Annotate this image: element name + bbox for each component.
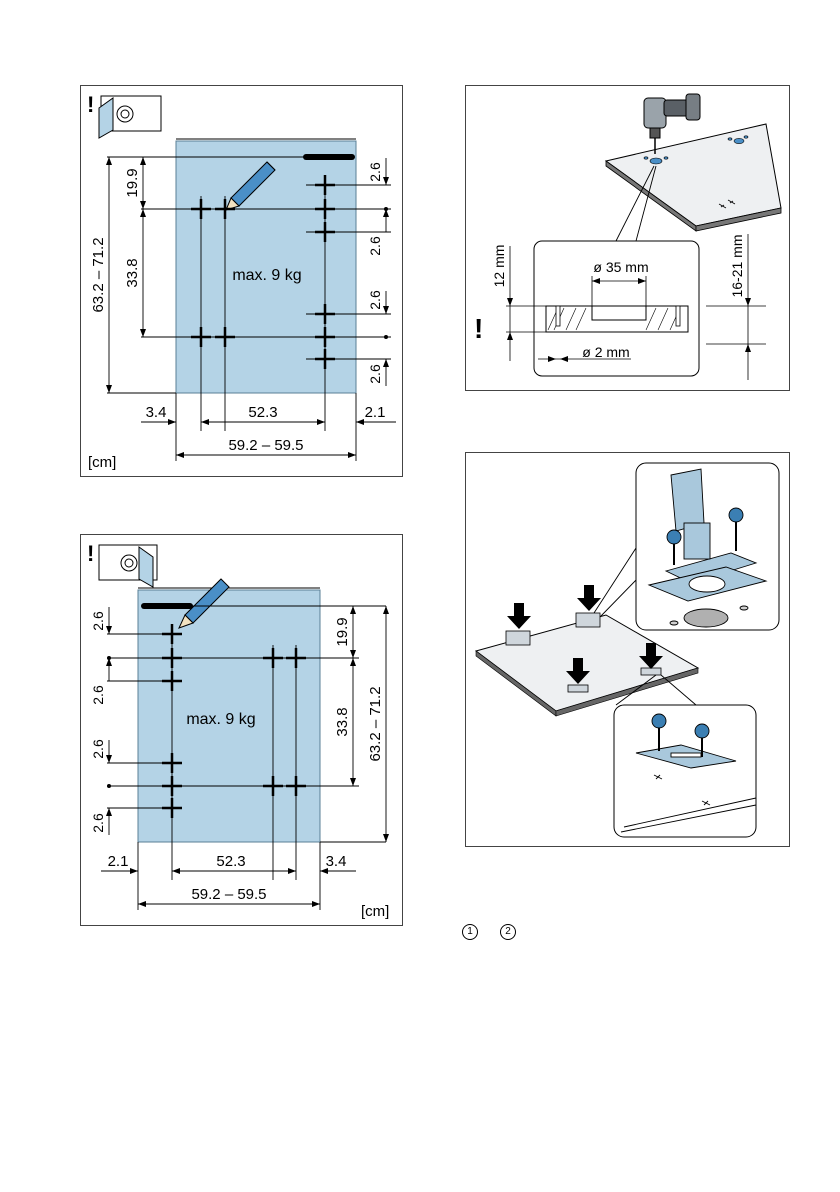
hinge-drilling-drawing: ø 35 mm ø 2 mm 12 mm ! 16-21 mm (466, 86, 791, 392)
gap-label-1: 2.6 (367, 162, 383, 182)
hinge-mounting-drawing (466, 453, 791, 848)
drilling-template-panel-b: ! (80, 534, 403, 926)
right-edge-label: 2.1 (365, 404, 386, 421)
gap-label-1: 2.6 (90, 611, 106, 631)
gap-label-4: 2.6 (90, 813, 106, 833)
step-two-marker: 2 (500, 924, 516, 940)
door-height-label: 63.2 – 71.2 (90, 237, 107, 312)
depth-label: 12 mm (491, 245, 507, 288)
bracket-detail-callout (614, 705, 756, 837)
appliance-thumbnail-icon (99, 545, 157, 587)
weight-label: max. 9 kg (186, 711, 255, 728)
top-offset-label: 19.9 (334, 617, 351, 646)
gap-label-4: 2.6 (367, 364, 383, 384)
door-width-label: 59.2 – 59.5 (228, 437, 303, 454)
door-width-label: 59.2 – 59.5 (191, 886, 266, 903)
door-board (606, 124, 781, 226)
gap-label-2: 2.6 (90, 685, 106, 705)
hole-spacing-v-label: 33.8 (334, 707, 351, 736)
hinge-hole-diameter-label: ø 35 mm (593, 259, 648, 275)
pilot-hole-diameter-label: ø 2 mm (582, 344, 629, 360)
warning-exclamation-icon: ! (87, 92, 94, 117)
top-offset-label: 19.9 (124, 168, 141, 197)
unit-label: [cm] (88, 454, 116, 471)
step-one-marker: 1 (462, 924, 478, 940)
drilling-template-b-drawing: ! (81, 535, 404, 927)
gap-label-3: 2.6 (367, 290, 383, 310)
appliance-thumbnail-icon (99, 96, 161, 138)
hole-spacing-h-label: 52.3 (248, 404, 277, 421)
hinge-mounting-panel (465, 452, 790, 847)
left-edge-label: 2.1 (108, 853, 129, 870)
step-markers: 1 2 (462, 924, 516, 940)
hole-spacing-h-label: 52.3 (216, 853, 245, 870)
hinge-drilling-panel: ø 35 mm ø 2 mm 12 mm ! 16-21 mm (465, 85, 790, 391)
hole-spacing-v-label: 33.8 (124, 258, 141, 287)
door-height-label: 63.2 – 71.2 (367, 686, 384, 761)
drilling-template-a-drawing: ! (81, 86, 404, 478)
gap-label-2: 2.6 (367, 236, 383, 256)
warning-exclamation-icon: ! (474, 313, 483, 344)
weight-label: max. 9 kg (232, 267, 301, 284)
warning-exclamation-icon: ! (87, 541, 94, 566)
drilling-template-panel-a: ! (80, 85, 403, 477)
right-edge-label: 3.4 (326, 853, 347, 870)
unit-label: [cm] (361, 903, 389, 920)
left-edge-label: 3.4 (146, 404, 167, 421)
gap-label-3: 2.6 (90, 739, 106, 759)
board-thickness-label: 16-21 mm (729, 234, 745, 297)
